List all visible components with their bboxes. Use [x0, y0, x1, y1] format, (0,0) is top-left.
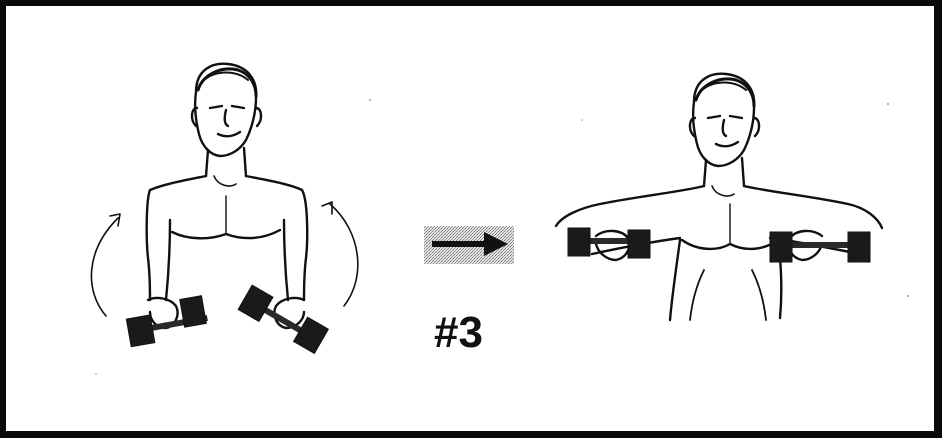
end-position-figure	[556, 74, 882, 320]
dumbbell-left-start	[125, 295, 210, 346]
start-position-figure	[91, 64, 357, 328]
dumbbell-left-end	[568, 228, 650, 258]
right-arrow-icon	[424, 226, 514, 264]
step-number-label: #3	[434, 308, 483, 358]
dumbbell-right-end	[770, 232, 870, 262]
dumbbell-right-start	[238, 285, 328, 353]
